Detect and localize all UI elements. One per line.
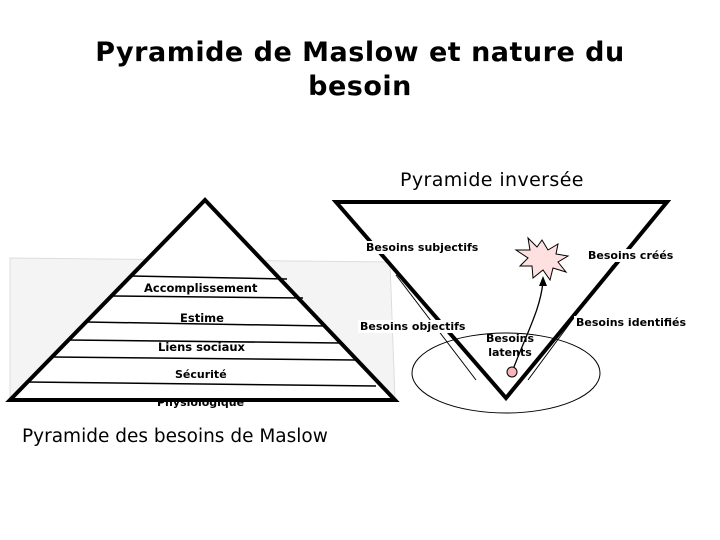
latent-need-dot xyxy=(506,366,518,378)
maslow-level-securite: Sécurité xyxy=(175,368,227,381)
maslow-caption: Pyramide des besoins de Maslow xyxy=(22,426,328,447)
page-title: Pyramide de Maslow et nature du besoin xyxy=(95,37,625,102)
level-divider xyxy=(111,295,304,299)
maslow-level-physiologique: Physiologique xyxy=(157,396,245,409)
label-besoins-identifies: Besoins identifiés xyxy=(574,316,689,329)
latent-to-created-arrow xyxy=(511,281,544,373)
level-divider xyxy=(51,356,357,361)
base-ellipse xyxy=(411,332,601,414)
maslow-pyramid xyxy=(5,197,400,402)
maslow-level-liens-sociaux: Liens sociaux xyxy=(158,340,245,354)
level-divider xyxy=(27,381,377,387)
level-divider xyxy=(130,275,288,280)
arrow-head xyxy=(539,276,547,286)
label-besoins-crees: Besoins créés xyxy=(586,249,676,262)
maslow-level-accomplissement: Accomplissement xyxy=(144,281,258,295)
created-need-starburst xyxy=(514,236,570,282)
label-besoins-objectifs: Besoins objectifs xyxy=(358,320,468,333)
level-divider xyxy=(85,321,327,327)
maslow-level-estime: Estime xyxy=(180,311,224,325)
label-besoins-latents: Besoins latents xyxy=(485,332,535,359)
level-divider xyxy=(67,339,341,344)
divider-line-right xyxy=(527,264,614,381)
label-besoins-subjectifs: Besoins subjectifs xyxy=(364,241,481,254)
inverted-pyramid-title: Pyramide inversée xyxy=(400,169,584,191)
